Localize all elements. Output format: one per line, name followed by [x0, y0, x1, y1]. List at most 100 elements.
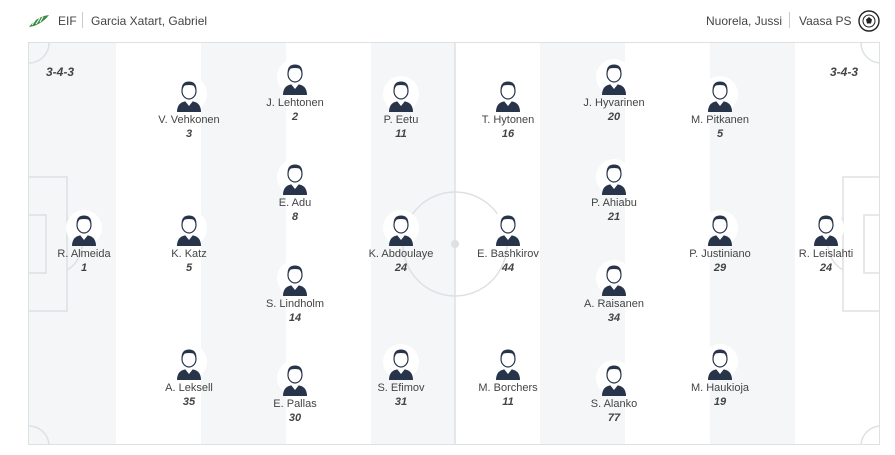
player-avatar-icon [596, 360, 632, 396]
player-number: 31 [394, 396, 408, 408]
player-name: A. Leksell [165, 382, 213, 394]
player-name: K. Katz [171, 248, 207, 260]
away-player[interactable]: M. Borchers 11 [463, 344, 553, 408]
player-name: M. Borchers [478, 382, 538, 394]
away-formation: 3-4-3 [830, 65, 859, 79]
player-name: P. Ahiabu [591, 197, 637, 209]
player-name: P. Justiniano [689, 248, 751, 260]
player-name: M. Haukioja [690, 382, 750, 394]
player-name: T. Hytonen [481, 114, 535, 126]
player-avatar-icon [596, 260, 632, 296]
home-player[interactable]: P. Eetu 11 [356, 76, 446, 140]
player-name: J. Lehtonen [266, 97, 324, 109]
away-player[interactable]: P. Ahiabu 21 [569, 159, 659, 223]
home-player[interactable]: K. Abdoulaye 24 [356, 210, 446, 274]
player-name: S. Alanko [590, 398, 638, 410]
player-number: 1 [80, 262, 88, 274]
home-team-name[interactable]: EIF [58, 14, 77, 28]
player-name: M. Pitkanen [690, 114, 750, 126]
player-number: 24 [819, 262, 833, 274]
player-number: 3 [185, 128, 193, 140]
home-player[interactable]: J. Lehtonen 2 [250, 59, 340, 123]
player-number: 35 [182, 396, 196, 408]
player-avatar-icon [171, 210, 207, 246]
player-number: 11 [502, 396, 514, 408]
away-team-crest-icon [858, 10, 880, 32]
player-name: E. Bashkirov [477, 248, 539, 260]
football-pitch: 3-4-3 3-4-3 R. Almeida 1 V. Vehkonen 3 K… [28, 42, 880, 445]
player-avatar-icon [702, 76, 738, 112]
away-coach-name[interactable]: Nuorela, Jussi [706, 14, 783, 28]
player-number: 14 [288, 312, 302, 324]
player-avatar-icon [277, 59, 313, 95]
player-name: S. Efimov [377, 382, 425, 394]
player-number: 2 [291, 111, 299, 123]
player-name: V. Vehkonen [158, 114, 220, 126]
player-avatar-icon [596, 59, 632, 95]
home-player[interactable]: S. Lindholm 14 [250, 260, 340, 324]
away-player[interactable]: M. Haukioja 19 [675, 344, 765, 408]
player-name: S. Lindholm [265, 298, 325, 310]
player-name: E. Adu [278, 197, 312, 209]
player-number: 11 [395, 128, 407, 140]
home-team-logo-icon [29, 15, 49, 27]
home-player[interactable]: E. Pallas 30 [250, 360, 340, 424]
player-avatar-icon [702, 344, 738, 380]
away-player[interactable]: P. Justiniano 29 [675, 210, 765, 274]
away-team-name[interactable]: Vaasa PS [799, 14, 852, 28]
player-number: 16 [501, 128, 515, 140]
header-divider [82, 12, 83, 28]
player-avatar-icon [702, 210, 738, 246]
player-name: P. Eetu [383, 114, 419, 126]
player-avatar-icon [171, 76, 207, 112]
player-avatar-icon [171, 344, 207, 380]
player-number: 21 [607, 211, 621, 223]
home-player[interactable]: E. Adu 8 [250, 159, 340, 223]
player-number: 20 [607, 111, 621, 123]
away-player[interactable]: S. Alanko 77 [569, 360, 659, 424]
player-number: 34 [607, 312, 621, 324]
player-avatar-icon [490, 210, 526, 246]
player-number: 77 [607, 412, 621, 424]
player-number: 8 [291, 211, 299, 223]
player-avatar-icon [66, 210, 102, 246]
player-number: 24 [394, 262, 408, 274]
home-player[interactable]: R. Almeida 1 [39, 210, 129, 274]
player-avatar-icon [277, 360, 313, 396]
player-name: J. Hyvarinen [583, 97, 645, 109]
player-avatar-icon [277, 159, 313, 195]
away-player[interactable]: R. Leislahti 24 [781, 210, 871, 274]
home-coach-name[interactable]: Garcia Xatart, Gabriel [91, 14, 208, 28]
away-player[interactable]: A. Raisanen 34 [569, 260, 659, 324]
player-number: 30 [288, 412, 302, 424]
player-avatar-icon [490, 344, 526, 380]
player-avatar-icon [277, 260, 313, 296]
away-player[interactable]: T. Hytonen 16 [463, 76, 553, 140]
away-player[interactable]: M. Pitkanen 5 [675, 76, 765, 140]
player-name: R. Leislahti [798, 248, 854, 260]
away-player[interactable]: J. Hyvarinen 20 [569, 59, 659, 123]
player-number: 5 [185, 262, 193, 274]
player-number: 5 [716, 128, 724, 140]
player-number: 29 [713, 262, 727, 274]
lineup-header: EIF Garcia Xatart, Gabriel Nuorela, Juss… [0, 0, 895, 42]
home-player[interactable]: S. Efimov 31 [356, 344, 446, 408]
player-avatar-icon [383, 344, 419, 380]
player-avatar-icon [490, 76, 526, 112]
home-player[interactable]: V. Vehkonen 3 [144, 76, 234, 140]
player-avatar-icon [383, 76, 419, 112]
player-name: E. Pallas [273, 398, 317, 410]
home-player[interactable]: A. Leksell 35 [144, 344, 234, 408]
home-player[interactable]: K. Katz 5 [144, 210, 234, 274]
player-name: R. Almeida [57, 248, 111, 260]
away-player[interactable]: E. Bashkirov 44 [463, 210, 553, 274]
pitch-stripe [625, 43, 710, 444]
player-name: A. Raisanen [584, 298, 644, 310]
player-number: 44 [501, 262, 515, 274]
player-name: K. Abdoulaye [368, 248, 434, 260]
player-avatar-icon [383, 210, 419, 246]
home-formation: 3-4-3 [46, 65, 75, 79]
player-avatar-icon [808, 210, 844, 246]
player-number: 19 [713, 396, 727, 408]
header-divider [789, 12, 790, 28]
